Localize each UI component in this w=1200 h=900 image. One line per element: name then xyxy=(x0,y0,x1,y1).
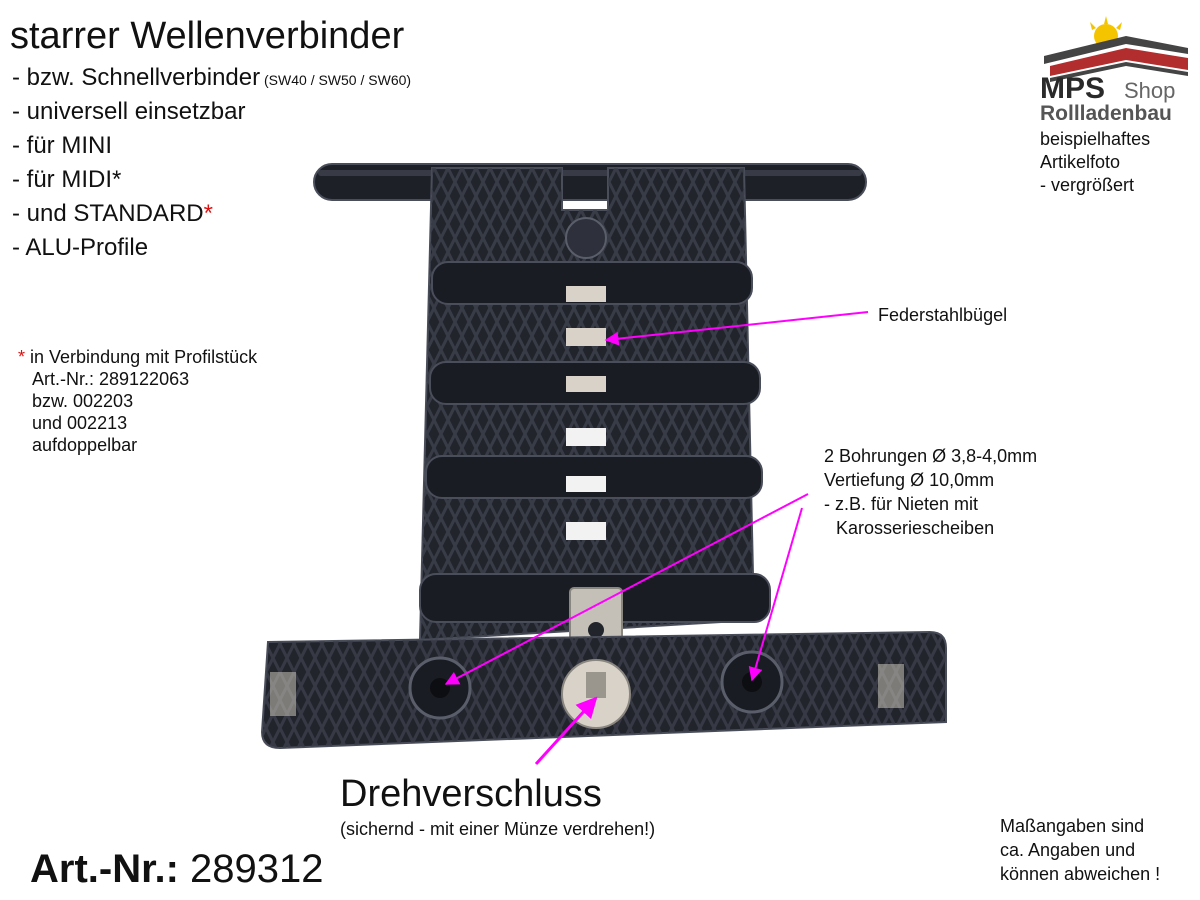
feature-item: - bzw. Schnellverbinder (SW40 / SW50 / S… xyxy=(12,64,412,91)
article-number: Art.-Nr.: 289312 xyxy=(30,847,324,891)
callout-arrows xyxy=(444,311,869,766)
logo-sub: Rollladenbau xyxy=(1040,102,1172,125)
asterisk-mark: * xyxy=(203,200,213,227)
feature-item: - universell einsetzbar xyxy=(12,98,246,125)
label-federstahl: Federstahlbügel xyxy=(878,305,1008,325)
feature-item: - ALU-Profile xyxy=(12,234,149,261)
page-title: starrer Wellenverbinder xyxy=(10,15,405,57)
logo-shop: Shop xyxy=(1124,78,1175,103)
footnote: * in Verbindung mit Profilstück Art.-Nr.… xyxy=(18,347,258,455)
disclaimer: Maßangaben sind ca. Angaben und können a… xyxy=(1000,816,1161,884)
top-rod xyxy=(313,163,867,201)
label-drehverschluss: Drehverschluss xyxy=(340,773,602,815)
feature-item: - und STANDARD* xyxy=(12,200,213,227)
photo-caption: beispielhaftes Artikelfoto - vergrößert xyxy=(1040,129,1151,195)
feature-item: - für MINI xyxy=(12,132,112,159)
roof-icon xyxy=(1044,36,1188,82)
connector-body xyxy=(418,167,771,659)
label-bohrungen: 2 Bohrungen Ø 3,8-4,0mm Vertiefung Ø 10,… xyxy=(824,446,1038,538)
logo-brand: MPS xyxy=(1040,72,1105,105)
feature-item: - für MIDI* xyxy=(12,166,122,193)
label-drehverschluss-sub: (sichernd - mit einer Münze verdrehen!) xyxy=(340,819,656,839)
base-bar xyxy=(260,630,947,750)
mps-logo: MPS Shop Rollladenbau xyxy=(1040,16,1188,125)
